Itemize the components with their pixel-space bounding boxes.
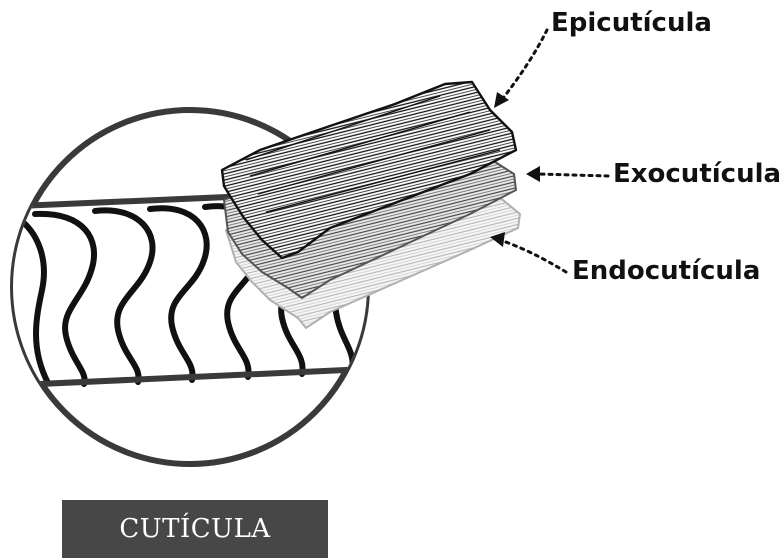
endocuticula-label: Endocutícula: [572, 258, 760, 284]
leader-endocuticula: [490, 232, 566, 272]
title-text: CUTÍCULA: [119, 514, 270, 544]
leader-exocuticula: [526, 166, 608, 182]
exocuticula-label: Exocutícula: [613, 161, 781, 187]
leader-epicuticula: [494, 30, 547, 108]
epicuticula-label: Epicutícula: [551, 10, 712, 36]
title-banner: CUTÍCULA: [62, 500, 328, 558]
